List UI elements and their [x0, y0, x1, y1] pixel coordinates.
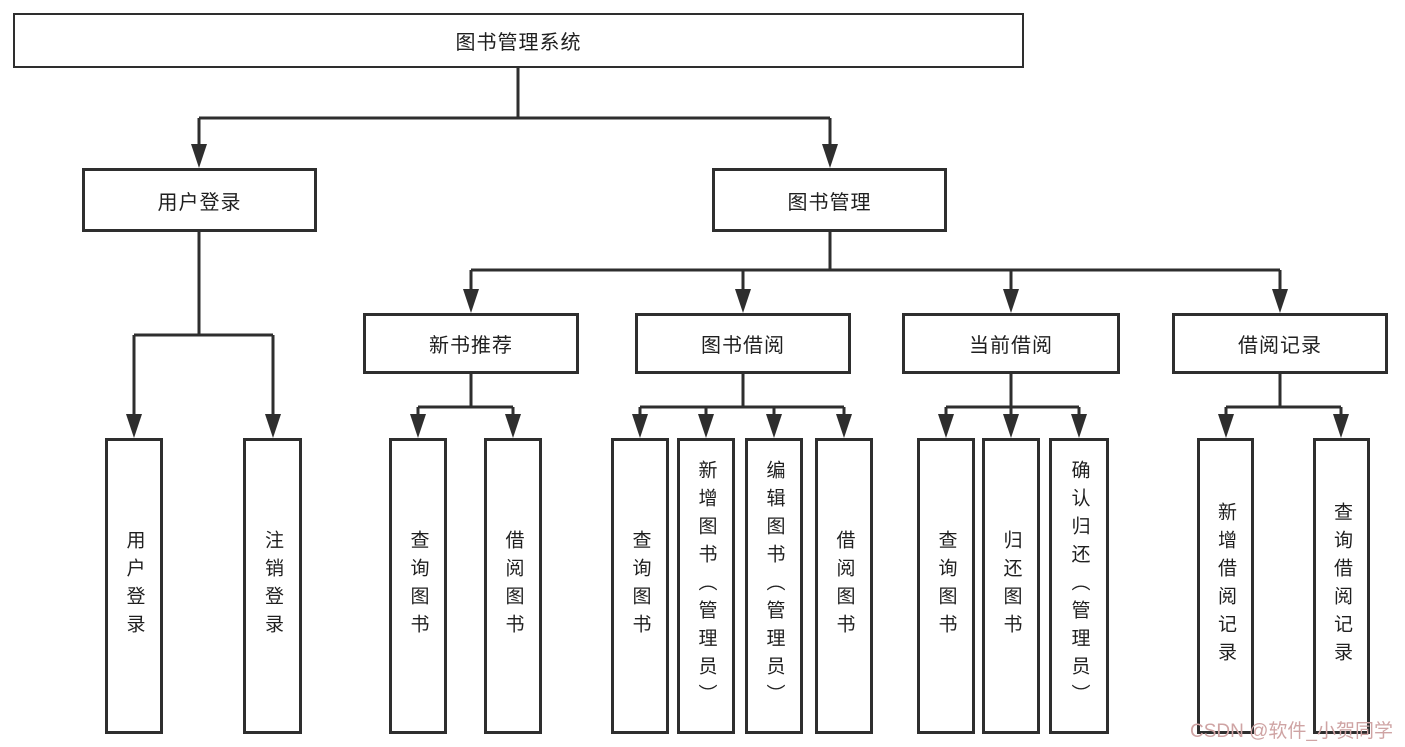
- arrowhead: [1333, 414, 1349, 438]
- leaf-add-borrow-record-label: 新增借阅记录: [1215, 502, 1236, 670]
- leaf-query-borrow-record-label: 查询借阅记录: [1331, 502, 1352, 670]
- arrowhead: [1003, 414, 1019, 438]
- leaf-query-books-recommend-label: 查询图书: [407, 530, 429, 642]
- leaf-return-book: 归还图书: [982, 438, 1040, 734]
- arrowhead: [698, 414, 714, 438]
- arrowhead: [265, 414, 281, 438]
- leaf-borrow-books-label: 借阅图书: [833, 530, 855, 642]
- leaf-confirm-return-admin: 确认归还（管理员）: [1049, 438, 1109, 734]
- node-root-label: 图书管理系统: [455, 32, 582, 54]
- leaf-edit-book-admin: 编辑图书（管理员）: [745, 438, 803, 734]
- leaf-borrow-books: 借阅图书: [815, 438, 873, 734]
- arrowhead: [505, 414, 521, 438]
- leaf-return-book-label: 归还图书: [1000, 530, 1022, 642]
- node-book-management-label: 图书管理: [787, 191, 872, 214]
- tree-edges: [132, 68, 1343, 416]
- leaf-borrow-books-recommend: 借阅图书: [484, 438, 542, 734]
- leaf-query-books-current: 查询图书: [917, 438, 975, 734]
- arrowhead: [836, 414, 852, 438]
- leaf-add-borrow-record: 新增借阅记录: [1197, 438, 1254, 734]
- arrowhead: [410, 414, 426, 438]
- arrowhead: [1071, 414, 1087, 438]
- leaf-confirm-return-admin-label: 确认归还（管理员）: [1068, 460, 1090, 712]
- leaf-add-book-admin-label: 新增图书（管理员）: [695, 460, 717, 712]
- leaf-query-books-current-label: 查询图书: [935, 530, 957, 642]
- leaf-add-book-admin: 新增图书（管理员）: [677, 438, 735, 734]
- arrowhead: [463, 289, 479, 313]
- node-book-borrow: 图书借阅: [635, 313, 851, 374]
- arrowhead: [735, 289, 751, 313]
- arrowhead: [1218, 414, 1234, 438]
- arrowhead: [822, 144, 838, 168]
- arrowhead: [1272, 289, 1288, 313]
- node-borrow-records-label: 借阅记录: [1238, 335, 1322, 357]
- node-current-borrow-label: 当前借阅: [969, 335, 1053, 357]
- leaf-borrow-books-recommend-label: 借阅图书: [502, 530, 524, 642]
- node-root: 图书管理系统: [13, 13, 1024, 68]
- leaf-logout: 注销登录: [243, 438, 302, 734]
- csdn-watermark: CSDN @软件_小贺同学: [1190, 721, 1393, 742]
- leaf-user-login: 用户登录: [105, 438, 163, 734]
- leaf-user-login-label: 用户登录: [123, 530, 145, 642]
- leaf-query-books-borrow-label: 查询图书: [629, 530, 651, 642]
- leaf-query-borrow-record: 查询借阅记录: [1313, 438, 1370, 734]
- arrowhead: [191, 144, 207, 168]
- node-book-management: 图书管理: [712, 168, 947, 232]
- node-user-login: 用户登录: [82, 168, 317, 232]
- leaf-logout-label: 注销登录: [262, 530, 283, 642]
- arrowhead: [1003, 289, 1019, 313]
- leaf-query-books-borrow: 查询图书: [611, 438, 669, 734]
- node-user-login-label: 用户登录: [157, 191, 242, 214]
- node-borrow-records: 借阅记录: [1172, 313, 1388, 374]
- node-current-borrow: 当前借阅: [902, 313, 1120, 374]
- node-new-book-recommend: 新书推荐: [363, 313, 579, 374]
- node-new-book-recommend-label: 新书推荐: [429, 335, 513, 357]
- node-book-borrow-label: 图书借阅: [701, 335, 785, 357]
- leaf-query-books-recommend: 查询图书: [389, 438, 447, 734]
- arrowhead: [126, 414, 142, 438]
- arrowhead: [632, 414, 648, 438]
- arrowhead: [938, 414, 954, 438]
- leaf-edit-book-admin-label: 编辑图书（管理员）: [763, 460, 785, 712]
- arrowhead: [766, 414, 782, 438]
